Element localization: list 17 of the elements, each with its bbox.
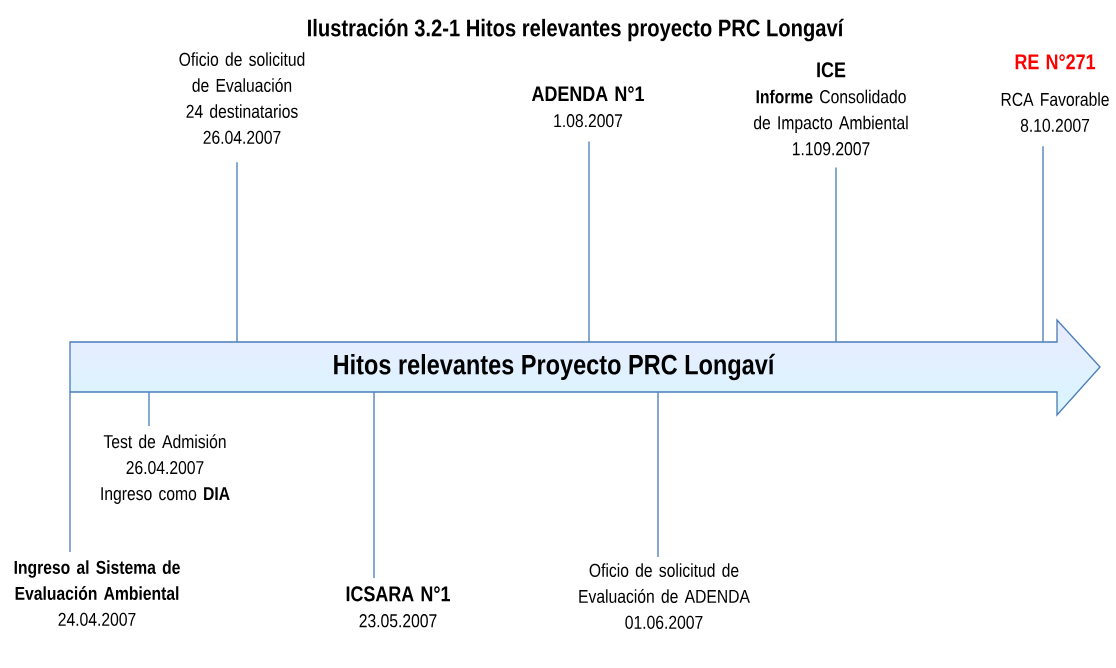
leader-line bbox=[148, 391, 150, 427]
milestone-text: ADENDA N°1 1.08.2007 bbox=[531, 86, 644, 128]
milestone-text: Test de Admisión 26.04.2007 Ingreso como DIA bbox=[101, 434, 230, 504]
leader-line bbox=[69, 391, 71, 553]
leader-line bbox=[835, 166, 837, 343]
milestone-text: ICSARA N°1 23.05.2007 bbox=[346, 586, 450, 628]
leader-line bbox=[236, 161, 238, 343]
milestone-text: Oficio de solicitud de Evaluación 24 destinatarios 26.04.2007 bbox=[179, 52, 305, 144]
milestone-text: ICE Informe Consolidado de Impacto Ambiental 1.109.2007 bbox=[753, 62, 908, 156]
milestone-text: Oficio de solicitud de Evaluación de ADENDA 01.06.2007 bbox=[579, 563, 750, 629]
milestone-text: Ingreso al Sistema de Evaluación Ambiental 24.04.2007 bbox=[14, 560, 180, 626]
leader-line bbox=[373, 391, 375, 579]
leader-line bbox=[1042, 145, 1044, 343]
leader-line bbox=[657, 391, 659, 558]
leader-line bbox=[588, 140, 590, 343]
title: Ilustración 3.2-1 Hitos relevantes proyecto PRC Longaví bbox=[308, 18, 844, 42]
milestone-text: RE N°271 RCA Favorable 8.10.2007 bbox=[1001, 54, 1109, 132]
